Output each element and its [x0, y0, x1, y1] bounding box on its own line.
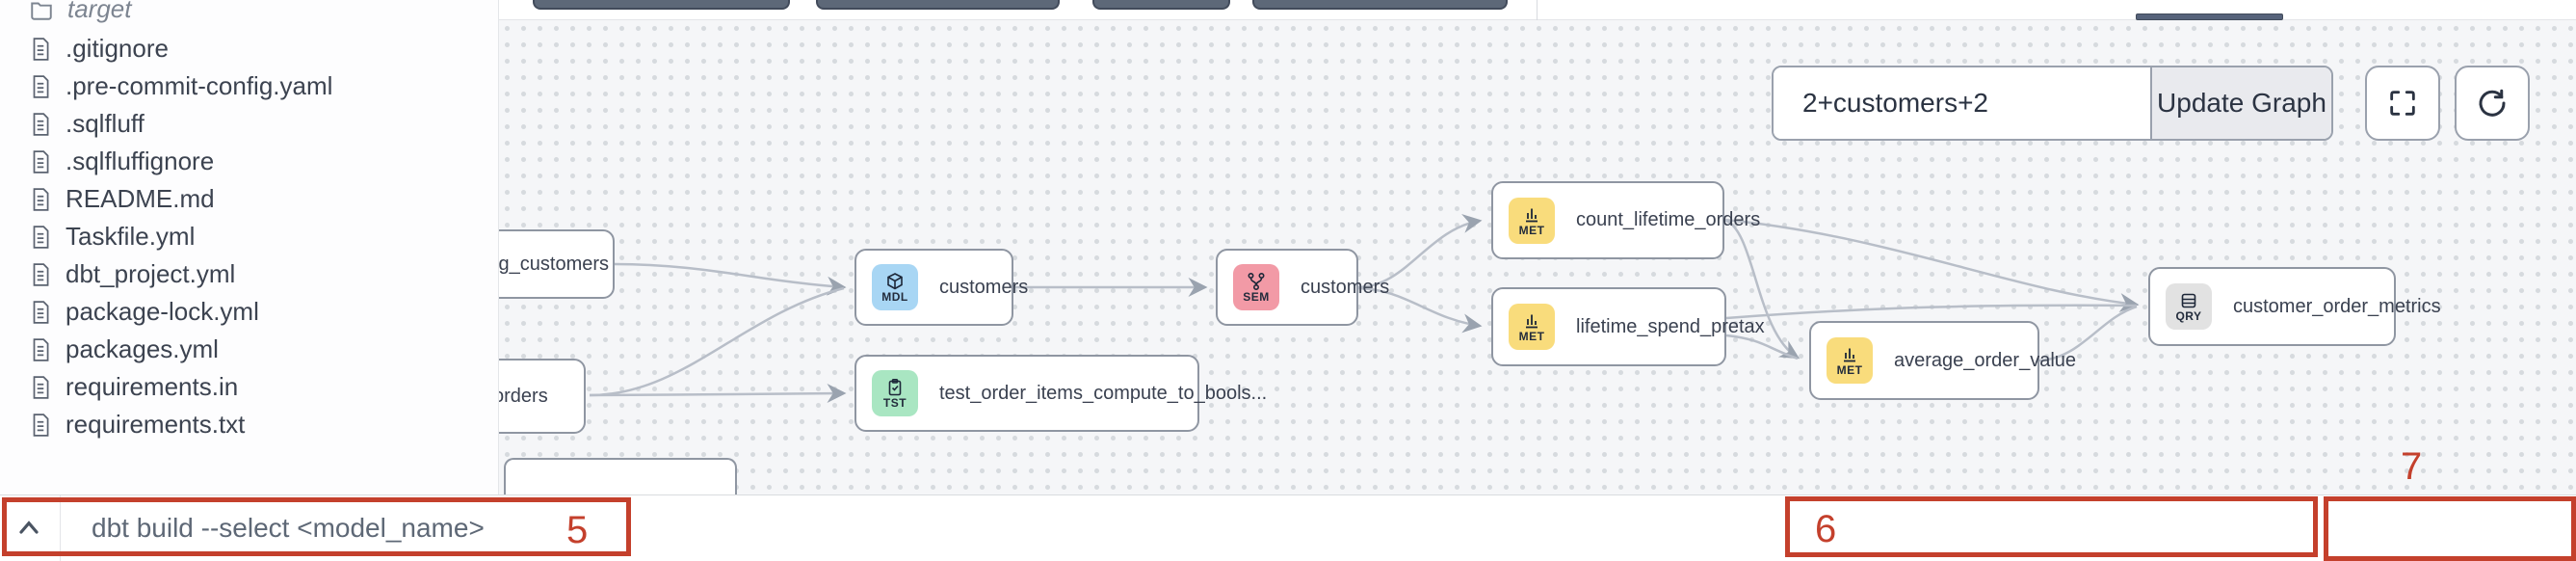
bar-chart-icon [1844, 348, 1855, 362]
node-label: customers [939, 276, 1029, 298]
bar-chart-icon [1526, 208, 1538, 222]
query-badge: QRY [2166, 283, 2212, 330]
file-icon [33, 375, 49, 399]
refresh-icon [2479, 89, 2506, 117]
graph-node-customers-model[interactable]: MDL customers [854, 249, 1028, 326]
node-label: count_lifetime_orders [1576, 209, 1761, 230]
node-label: lifetime_spend_pretax [1576, 315, 1765, 337]
file-icon [33, 37, 49, 61]
file-icon [33, 413, 49, 437]
graph-selector-group: Update Graph [1772, 66, 2333, 141]
file-row-packages[interactable]: packages.yml [0, 331, 498, 368]
file-icon [33, 149, 49, 174]
node-label: customer_order_metrics [2233, 295, 2441, 317]
file-icon [33, 262, 49, 286]
toolbar-button-partial[interactable] [816, 0, 1060, 10]
test-badge: TST [872, 370, 918, 416]
update-graph-button[interactable]: Update Graph [2150, 67, 2331, 139]
command-bar: Defer to staging/production ? Ready ••• [0, 494, 2576, 561]
metric-badge: MET [1509, 197, 1555, 244]
table-icon [2181, 293, 2196, 308]
bar-chart-icon [1526, 314, 1538, 329]
file-icon [33, 225, 49, 249]
toolbar-button-partial[interactable] [1092, 0, 1230, 10]
graph-toolbar-strip [499, 0, 2576, 20]
model-badge: MDL [872, 264, 918, 310]
file-icon [33, 187, 49, 211]
fullscreen-icon [2390, 91, 2415, 116]
file-row-dbt-project[interactable]: dbt_project.yml [0, 255, 498, 293]
node-label: customers [1301, 276, 1390, 298]
file-row-sqlfluff[interactable]: .sqlfluff [0, 105, 498, 143]
branch-icon [1248, 272, 1265, 291]
file-row-taskfile[interactable]: Taskfile.yml [0, 218, 498, 255]
refresh-button[interactable] [2455, 66, 2530, 141]
graph-node-count-lifetime-orders[interactable]: MET count_lifetime_orders [1491, 181, 1760, 259]
graph-selector-input[interactable] [1774, 67, 2150, 139]
command-bar-divider [60, 495, 61, 561]
file-icon [33, 74, 49, 98]
graph-node-test-order-items[interactable]: TST test_order_items_compute_to_bools... [854, 355, 1267, 432]
graph-node-customer-order-metrics[interactable]: QRY customer_order_metrics [2148, 267, 2441, 346]
fullscreen-button[interactable] [2365, 66, 2440, 141]
file-row-gitignore[interactable]: .gitignore [0, 30, 498, 67]
file-icon [33, 112, 49, 136]
graph-node-average-order-value[interactable]: MET average_order_value [1809, 321, 2076, 400]
file-icon [33, 337, 49, 361]
node-label: orders [493, 385, 548, 407]
file-row-pre-commit-config[interactable]: .pre-commit-config.yaml [0, 67, 498, 105]
file-row-target[interactable]: target [0, 0, 498, 28]
graph-node-lifetime-spend-pretax[interactable]: MET lifetime_spend_pretax [1491, 287, 1765, 366]
clipboard-icon [888, 378, 902, 396]
node-label: average_order_value [1894, 349, 2077, 371]
toolbar-divider [1537, 0, 1538, 20]
file-explorer-panel: target .gitignore .pre-commit-config.yam… [0, 0, 499, 494]
metric-badge: MET [1827, 337, 1873, 384]
graph-node-partial[interactable] [504, 458, 737, 501]
file-row-package-lock[interactable]: package-lock.yml [0, 293, 498, 331]
node-label: stg_customers [484, 253, 610, 275]
file-row-requirements-txt[interactable]: requirements.txt [0, 406, 498, 443]
active-tab-indicator [2136, 13, 2283, 20]
toolbar-button-partial[interactable] [1252, 0, 1508, 10]
chevron-up-icon[interactable] [12, 513, 46, 544]
node-label: test_order_items_compute_to_bools... [939, 382, 1268, 404]
command-input[interactable] [92, 509, 535, 548]
metric-badge: MET [1509, 304, 1555, 350]
toolbar-button-partial[interactable] [533, 0, 790, 10]
file-row-requirements-in[interactable]: requirements.in [0, 368, 498, 406]
lineage-edges [589, 214, 2140, 404]
file-row-sqlfluffignore[interactable]: .sqlfluffignore [0, 143, 498, 180]
semantic-badge: SEM [1233, 264, 1279, 310]
cube-icon [887, 273, 903, 290]
graph-node-customers-semantic[interactable]: SEM customers [1216, 249, 1389, 326]
file-icon [33, 300, 49, 324]
folder-icon [31, 2, 52, 20]
file-row-readme[interactable]: README.md [0, 180, 498, 218]
